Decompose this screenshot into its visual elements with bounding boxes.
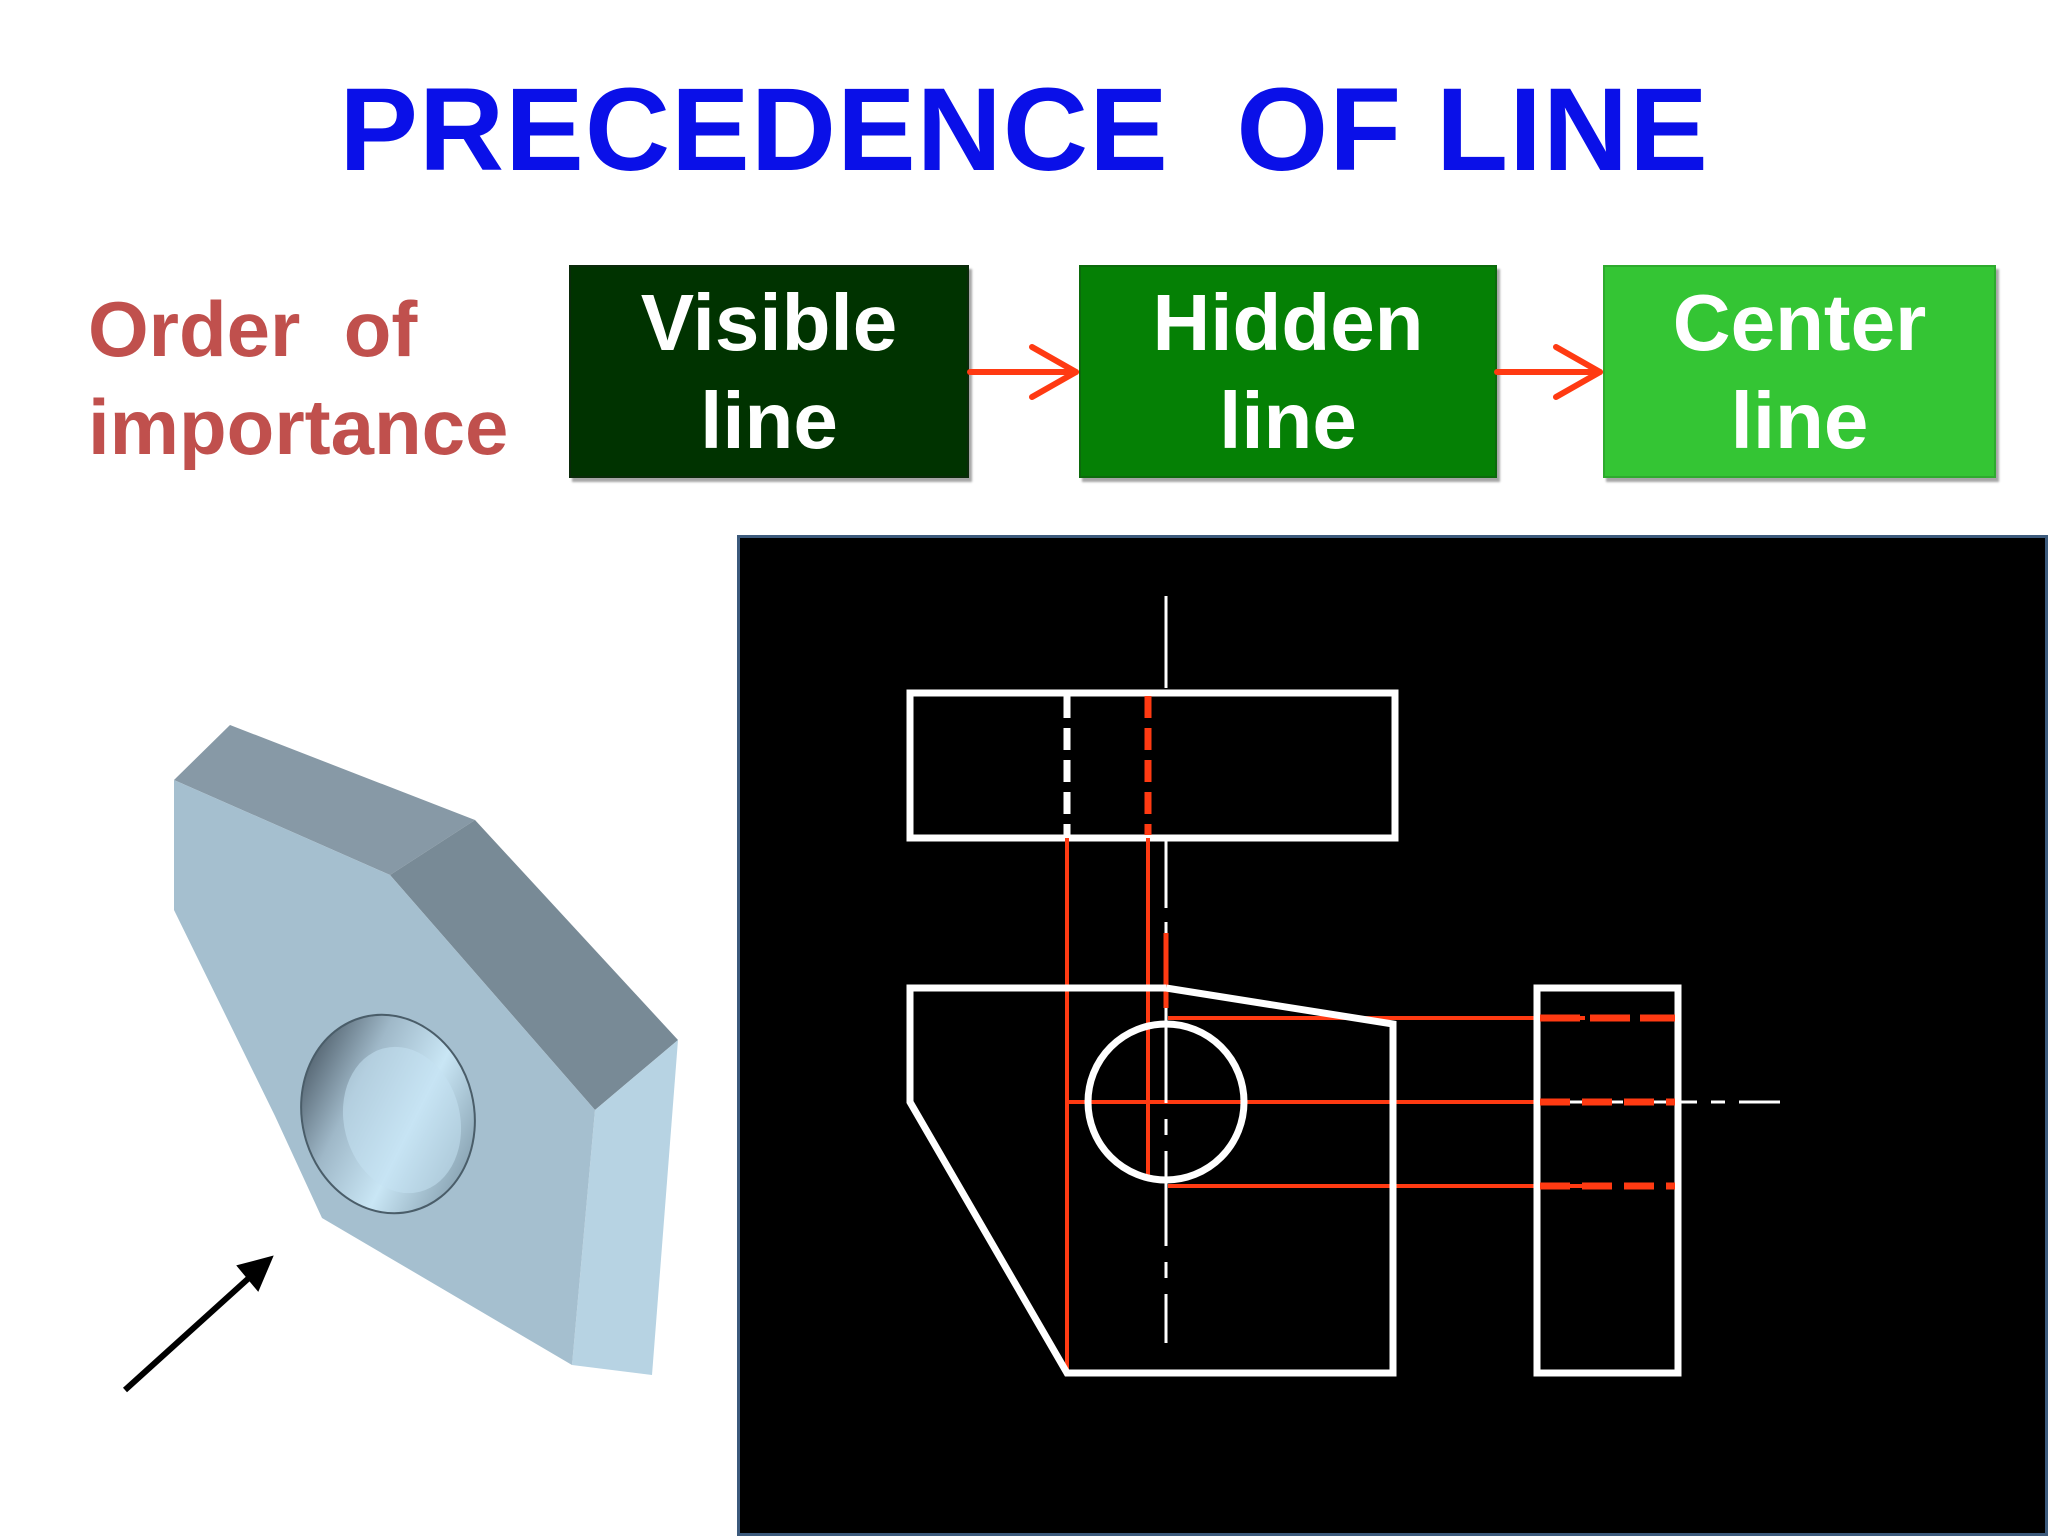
center-line-label-2: line — [1730, 375, 1869, 465]
visible-line-label-1: Visible — [640, 277, 898, 367]
top-face — [174, 725, 475, 875]
top-view — [906, 689, 1399, 842]
right-face — [572, 1040, 678, 1375]
arrow-right-icon — [1494, 344, 1603, 400]
hidden-line-box: Hidden line — [1079, 265, 1497, 478]
hidden-line-label-2: line — [1219, 375, 1357, 465]
order-label-line1: Order of — [88, 285, 418, 373]
side-view — [1533, 984, 1682, 1377]
view-direction-arrow-icon — [122, 1255, 274, 1393]
center-line-box: Center line — [1603, 265, 1996, 478]
center-line-label-1: Center — [1672, 277, 1927, 367]
arrow-right-icon — [967, 344, 1079, 400]
hexagonal-block-3d-view — [122, 725, 678, 1393]
center-lines — [1164, 596, 1780, 1343]
order-label-line2: importance — [88, 383, 509, 471]
projection-lines — [1065, 838, 1585, 1373]
orthographic-views — [906, 596, 1780, 1377]
order-of-importance-label: Order of importance — [88, 280, 508, 476]
hidden-line-label-1: Hidden — [1152, 277, 1424, 367]
front-view — [906, 984, 1397, 1377]
page-title: PRECEDENCE OF LINE — [339, 64, 1709, 196]
top-right-face — [390, 820, 678, 1110]
visible-line-box: Visible line — [569, 265, 969, 478]
orthographic-drawing-panel — [737, 535, 2048, 1536]
visible-line-label-2: line — [700, 375, 838, 465]
